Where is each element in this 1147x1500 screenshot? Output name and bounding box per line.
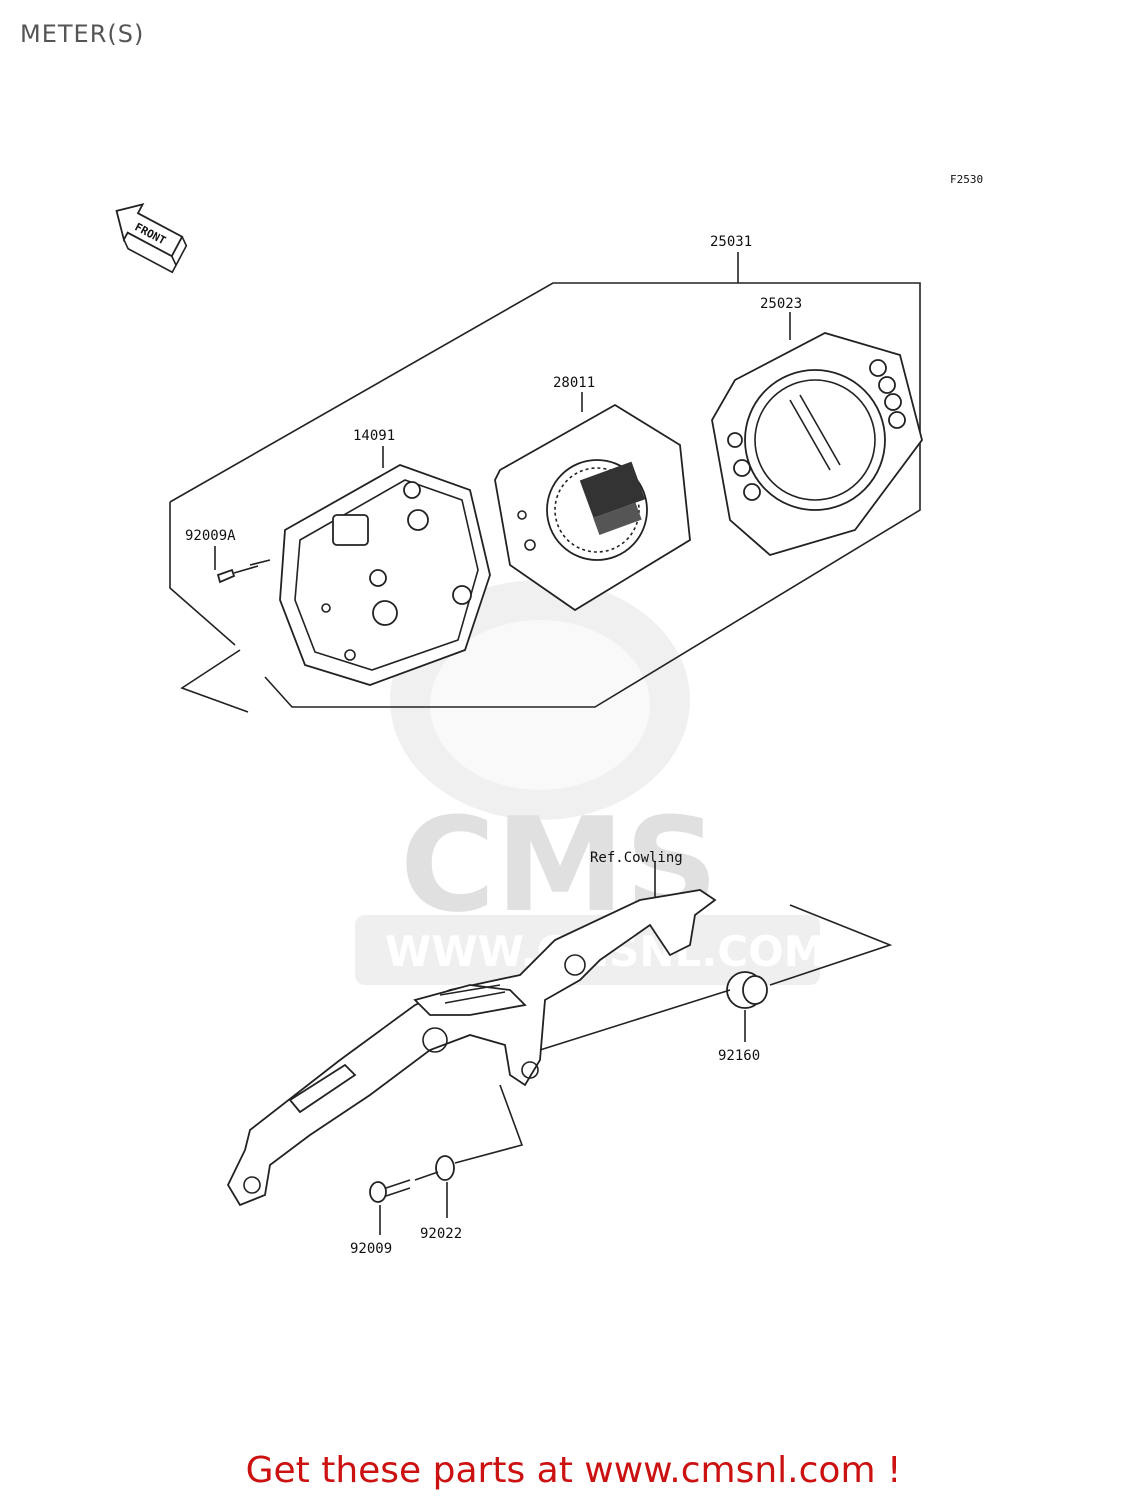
label-28011: 28011 bbox=[553, 375, 595, 391]
label-92160: 92160 bbox=[718, 1048, 760, 1064]
part-92009A-screw bbox=[216, 559, 271, 584]
page-title: METER(S) bbox=[20, 20, 145, 48]
front-arrow-icon: FRONT bbox=[115, 203, 188, 274]
part-92160-grommet bbox=[539, 904, 893, 1051]
figure-code: F2530 bbox=[950, 173, 983, 186]
label-25031: 25031 bbox=[710, 234, 752, 250]
label-ref-cowling: Ref.Cowling bbox=[590, 850, 683, 866]
part-92009-screw bbox=[369, 1179, 411, 1203]
assembly-outline bbox=[169, 282, 921, 713]
label-14091: 14091 bbox=[353, 428, 395, 444]
label-92009A: 92009A bbox=[185, 528, 236, 544]
label-92022: 92022 bbox=[420, 1226, 462, 1242]
label-92009: 92009 bbox=[350, 1241, 392, 1257]
part-92022-washer bbox=[414, 1084, 524, 1181]
footer-link-text[interactable]: Get these parts at www.cmsnl.com ! bbox=[245, 1450, 902, 1491]
part-meter-bracket bbox=[226, 889, 717, 1207]
part-25023-meter-cover bbox=[711, 332, 923, 557]
label-25023: 25023 bbox=[760, 296, 802, 312]
parts-diagram: CMS WWW.CMSNL.COM F2530 FRONT 25031 2502… bbox=[115, 173, 983, 1257]
part-28011-meter-unit bbox=[494, 403, 691, 612]
part-14091-meter-case bbox=[279, 464, 491, 686]
